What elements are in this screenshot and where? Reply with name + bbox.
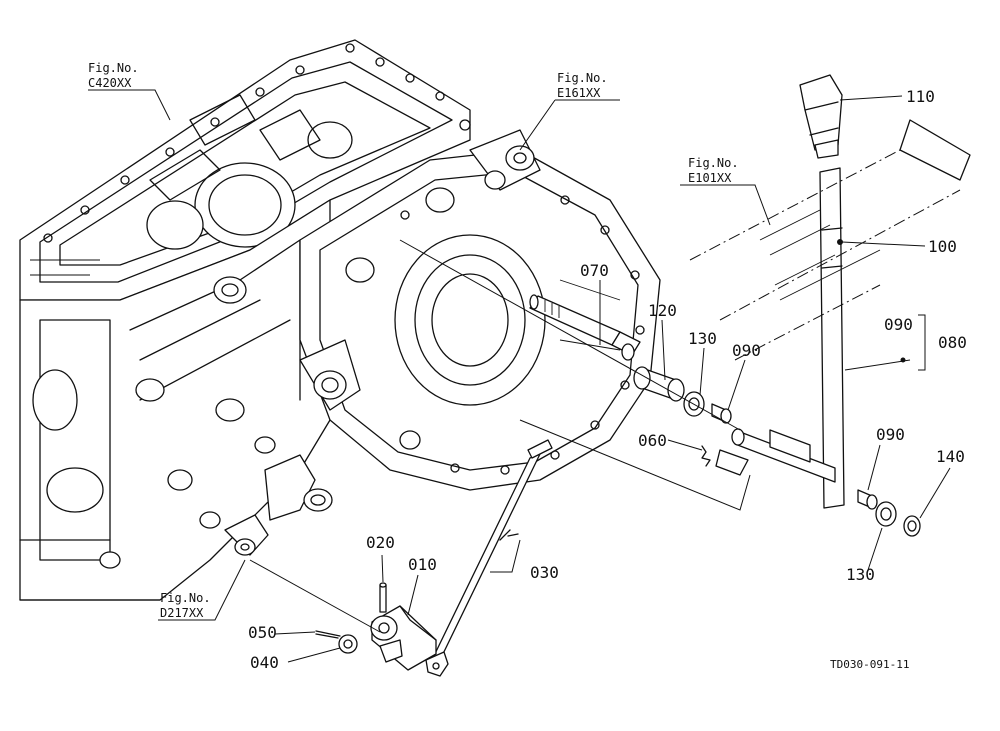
label-part-070: 070 [580, 261, 609, 280]
fig-ref-e101-line1: Fig.No. [688, 156, 739, 170]
label-part-060: 060 [638, 431, 667, 450]
part-120-collar [633, 366, 685, 402]
part-number-labels: 110 100 090 080 120 130 090 070 060 090 … [248, 87, 967, 672]
part-040-washer [338, 634, 358, 654]
fig-ref-e161-line1: Fig.No. [557, 71, 608, 85]
label-part-130-a: 130 [688, 329, 717, 348]
part-130-washer-lower [875, 501, 897, 527]
fig-ref-d217-line2: D217XX [160, 606, 204, 620]
guide-plate-ref [689, 119, 971, 361]
drawing-code: TD030-091-11 [830, 658, 909, 671]
part-060-clip [701, 445, 711, 467]
label-part-140: 140 [936, 447, 965, 466]
part-070-shaft [529, 294, 641, 361]
label-part-080: 080 [938, 333, 967, 352]
part-110-knob [799, 74, 843, 159]
label-part-130-b: 130 [846, 565, 875, 584]
fig-ref-e161-line2: E161XX [557, 86, 601, 100]
label-part-040: 040 [250, 653, 279, 672]
fig-ref-e101-line2: E101XX [688, 171, 732, 185]
label-part-090-a: 090 [884, 315, 913, 334]
label-part-110: 110 [906, 87, 935, 106]
label-part-010: 010 [408, 555, 437, 574]
fig-ref-c420-line1: Fig.No. [88, 61, 139, 75]
label-part-100: 100 [928, 237, 957, 256]
label-part-030: 030 [530, 563, 559, 582]
part-010-bracket [370, 605, 437, 671]
part-100-lever-shaft [715, 428, 836, 483]
label-part-020: 020 [366, 533, 395, 552]
label-part-050: 050 [248, 623, 277, 642]
fig-ref-c420-line2: C420XX [88, 76, 132, 90]
label-part-090-c: 090 [876, 425, 905, 444]
clutch-housing [299, 129, 661, 491]
figure-reference-labels: Fig.No. C420XX Fig.No. E161XX Fig.No. E1… [88, 61, 739, 620]
part-050-cotter-pin [315, 630, 341, 639]
part-090-bushing-lower [857, 489, 878, 510]
transmission-case-housing [19, 39, 471, 601]
leader-lines [88, 89, 951, 663]
part-020-pin [379, 582, 387, 613]
label-part-090-b: 090 [732, 341, 761, 360]
part-140-snap-ring [903, 515, 921, 537]
part-030-rod [425, 439, 553, 677]
fig-ref-d217-line1: Fig.No. [160, 591, 211, 605]
label-part-120: 120 [648, 301, 677, 320]
part-100-lever [819, 167, 845, 509]
